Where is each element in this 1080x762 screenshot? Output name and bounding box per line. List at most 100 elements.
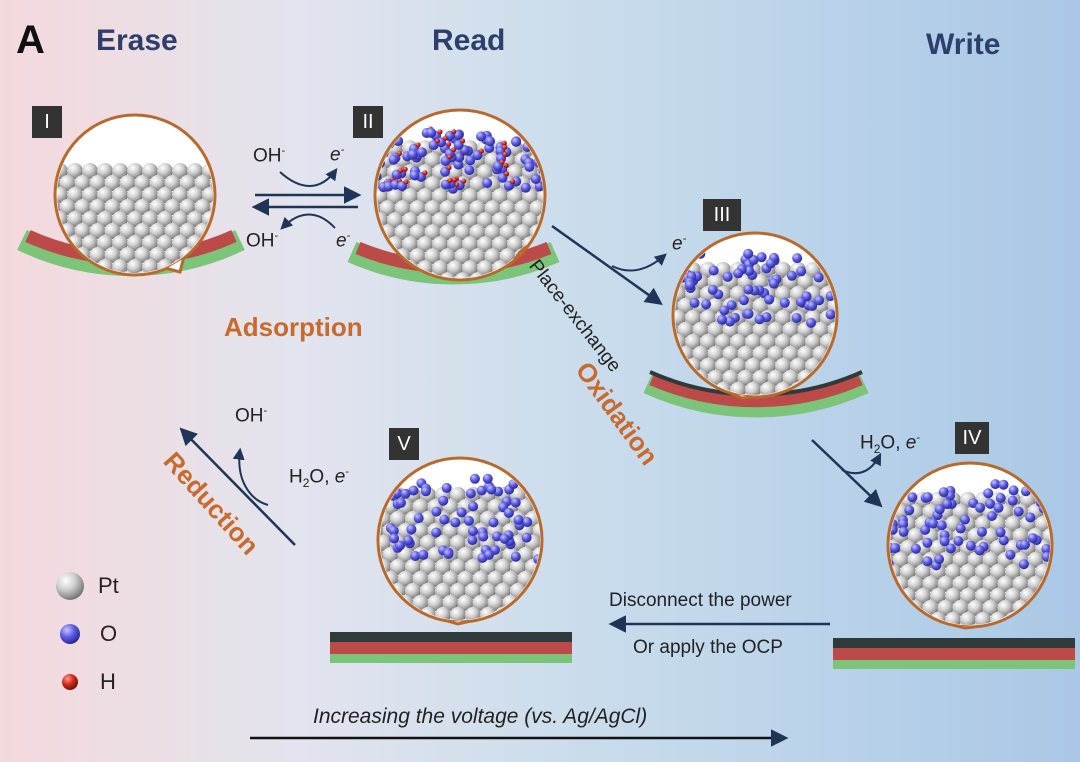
o-atom [488, 517, 499, 528]
o-atom [934, 504, 945, 515]
o-atom [922, 556, 933, 567]
pt-atom [424, 200, 441, 217]
legend-h-sphere [62, 674, 78, 690]
o-atom [499, 533, 510, 544]
pt-atom [890, 623, 894, 625]
h-atom [504, 171, 510, 177]
pt-atom [775, 285, 791, 302]
pt-atom [442, 594, 459, 611]
o-atom [1018, 559, 1029, 570]
pt-atom [982, 599, 999, 616]
o-atom [744, 266, 755, 277]
magnifier-V [360, 456, 544, 626]
o-atom [993, 502, 1004, 513]
pt-atom [892, 599, 909, 616]
pt-atom [172, 187, 188, 203]
transition-line2: Or apply the OCP [633, 637, 783, 658]
pt-atom [827, 321, 835, 338]
pt-atom [142, 235, 158, 251]
pt-atom [677, 297, 694, 314]
pt-atom [1050, 612, 1066, 628]
o-atom [1008, 485, 1019, 496]
o-atom [383, 127, 394, 138]
magnifier-I [53, 113, 217, 277]
pt-atom [760, 357, 776, 374]
magnifier-pointer [447, 619, 469, 626]
o-atom [998, 535, 1009, 546]
pt-atom [435, 582, 451, 599]
pt-atom [412, 522, 429, 539]
pt-atom [417, 212, 433, 229]
stage-erase: Erase [96, 24, 178, 57]
o-atom [416, 147, 427, 158]
pt-atom [990, 587, 1006, 604]
pt-atom [179, 175, 196, 191]
pt-atom [675, 357, 686, 374]
pt-atom [127, 187, 143, 203]
o-atom [998, 479, 1009, 490]
pt-atom [922, 575, 939, 592]
pt-atom [982, 575, 999, 592]
pt-atom [134, 175, 151, 191]
curved-arrow-e-III [611, 253, 667, 272]
pt-atom [675, 345, 679, 362]
o-atom [521, 532, 532, 543]
pt-atom [790, 357, 806, 374]
pt-atom [655, 262, 671, 278]
pt-atom [1042, 623, 1050, 625]
o-atom [986, 511, 997, 522]
pt-atom [112, 163, 128, 179]
h-atom [397, 151, 403, 157]
pt-atom [752, 297, 769, 314]
o-atom [409, 170, 420, 181]
pt-atom [835, 286, 851, 302]
h-atom [460, 138, 466, 144]
pt-atom [1050, 492, 1066, 508]
pt-atom [194, 199, 211, 215]
pt-atom [417, 236, 433, 253]
curved-arrow-oh-V [232, 447, 269, 506]
pt-atom [134, 199, 151, 215]
pt-atom [209, 271, 213, 273]
pt-atom [432, 236, 448, 253]
transition-line1: Disconnect the power [609, 590, 792, 611]
pt-atom [97, 235, 113, 251]
o-atom [1038, 478, 1049, 489]
curved-arrow-h2o-IV [841, 452, 882, 475]
h-atom [510, 179, 516, 185]
pt-atom [1027, 623, 1044, 625]
pt-atom [97, 163, 113, 179]
pt-atom [477, 212, 493, 229]
o-atom [513, 514, 524, 525]
pt-atom [82, 187, 98, 203]
stage-write: Write [926, 28, 1001, 61]
pt-atom [890, 575, 894, 592]
pt-atom [202, 187, 213, 203]
o-atom [938, 487, 949, 498]
o-atom [796, 266, 807, 277]
h-atom [503, 162, 509, 168]
pt-atom [420, 582, 436, 599]
o-atom [959, 514, 970, 525]
pt-atom [149, 247, 166, 263]
o-atom [910, 543, 921, 554]
pt-atom [502, 570, 519, 587]
pt-atom [952, 551, 969, 568]
o-atom [708, 265, 719, 276]
pt-atom [360, 487, 376, 503]
pt-atom [127, 235, 143, 251]
h-atom [451, 177, 457, 183]
pt-atom [119, 247, 136, 263]
pt-atom [462, 212, 478, 229]
o-atom [792, 253, 803, 264]
o-atom [1027, 533, 1038, 544]
pt-atom [499, 200, 516, 217]
o-atom [395, 497, 406, 508]
pt-atom [187, 187, 203, 203]
o-atom [922, 537, 933, 548]
o-atom [898, 519, 909, 530]
pt-atom [194, 175, 211, 191]
pt-atom [495, 558, 511, 575]
pt-atom [655, 358, 671, 374]
pt-atom [157, 211, 173, 227]
